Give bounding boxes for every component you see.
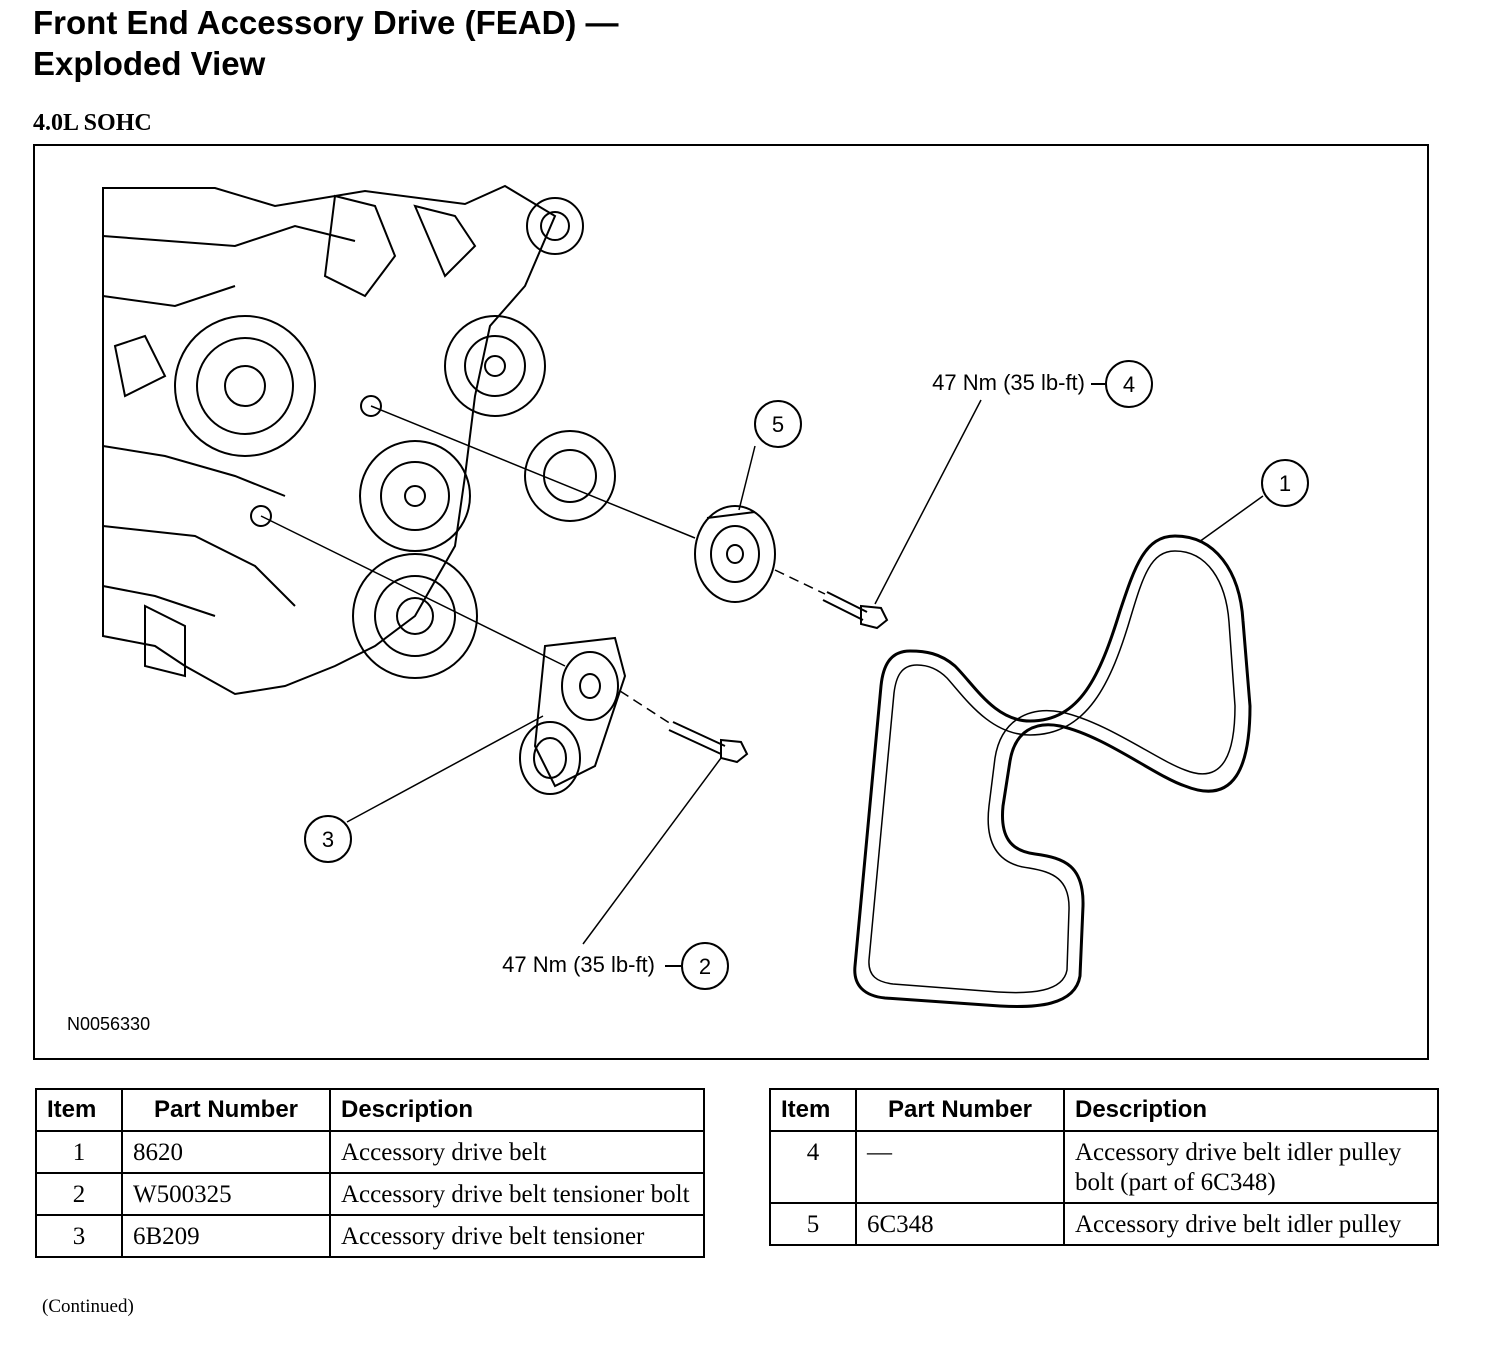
part-description: Accessory drive belt idler pulley bolt (… [1063,1130,1439,1204]
callout-1-number: 1 [1279,471,1291,496]
column-header-description: Description [1063,1088,1439,1132]
idler-pulley-drawing [694,505,776,603]
tensioner-drawing [519,636,627,795]
callout-2-number: 2 [699,954,711,979]
table-header-row: Item Part Number Description [769,1088,1439,1132]
tensioner-bolt-drawing [668,721,749,764]
item-number: 5 [769,1202,857,1246]
column-header-item: Item [35,1088,123,1132]
callout-2: 47 Nm (35 lb-ft) 2 [502,942,729,990]
engine-illustration [102,184,616,696]
table-row: 3 6B209 Accessory drive belt tensioner [35,1214,705,1258]
callout-3: 3 [304,815,352,863]
part-description: Accessory drive belt tensioner [329,1214,705,1258]
part-number: 8620 [121,1130,331,1174]
idler-bolt-drawing [822,591,889,630]
callout-4: 47 Nm (35 lb-ft) 4 [932,360,1153,408]
column-header-part-number: Part Number [121,1088,331,1132]
part-number: W500325 [121,1172,331,1216]
exploded-view-drawing [102,184,1264,1009]
figure-reference-id: N0056330 [67,1014,150,1034]
callout-4-torque: 47 Nm (35 lb-ft) [932,370,1085,395]
table-row: 1 8620 Accessory drive belt [35,1130,705,1174]
callout-1: 1 [1261,459,1309,507]
continued-note: (Continued) [42,1296,134,1317]
callout-2-torque: 47 Nm (35 lb-ft) [502,952,655,977]
page-title: Front End Accessory Drive (FEAD) — Explo… [33,2,619,84]
part-number: 6C348 [855,1202,1065,1246]
item-number: 4 [769,1130,857,1204]
accessory-drive-belt-drawing [853,534,1252,1009]
engine-label: 4.0L SOHC [33,110,152,136]
item-number: 3 [35,1214,123,1258]
parts-table-left: Item Part Number Description 1 8620 Acce… [35,1088,705,1258]
callout-5: 5 [754,400,802,448]
title-line-2: Exploded View [33,45,266,82]
exploded-view-figure: 1 47 Nm (35 lb-ft) 4 5 3 47 Nm (35 lb-ft… [33,144,1429,1060]
table-row: 2 W500325 Accessory drive belt tensioner… [35,1172,705,1216]
part-number: — [855,1130,1065,1204]
column-header-description: Description [329,1088,705,1132]
alignment-lines [260,405,826,725]
table-header-row: Item Part Number Description [35,1088,705,1132]
part-description: Accessory drive belt tensioner bolt [329,1172,705,1216]
part-number: 6B209 [121,1214,331,1258]
callout-5-number: 5 [772,412,784,437]
parts-table-right: Item Part Number Description 4 — Accesso… [769,1088,1439,1246]
callout-leaders [346,399,1264,945]
column-header-part-number: Part Number [855,1088,1065,1132]
item-number: 2 [35,1172,123,1216]
callout-3-number: 3 [322,827,334,852]
callout-overlay: 1 47 Nm (35 lb-ft) 4 5 3 47 Nm (35 lb-ft… [67,360,1309,1034]
table-row: 4 — Accessory drive belt idler pulley bo… [769,1130,1439,1204]
item-number: 1 [35,1130,123,1174]
callout-4-number: 4 [1123,372,1135,397]
part-description: Accessory drive belt idler pulley [1063,1202,1439,1246]
title-line-1: Front End Accessory Drive (FEAD) — [33,4,619,41]
table-row: 5 6C348 Accessory drive belt idler pulle… [769,1202,1439,1246]
column-header-item: Item [769,1088,857,1132]
part-description: Accessory drive belt [329,1130,705,1174]
